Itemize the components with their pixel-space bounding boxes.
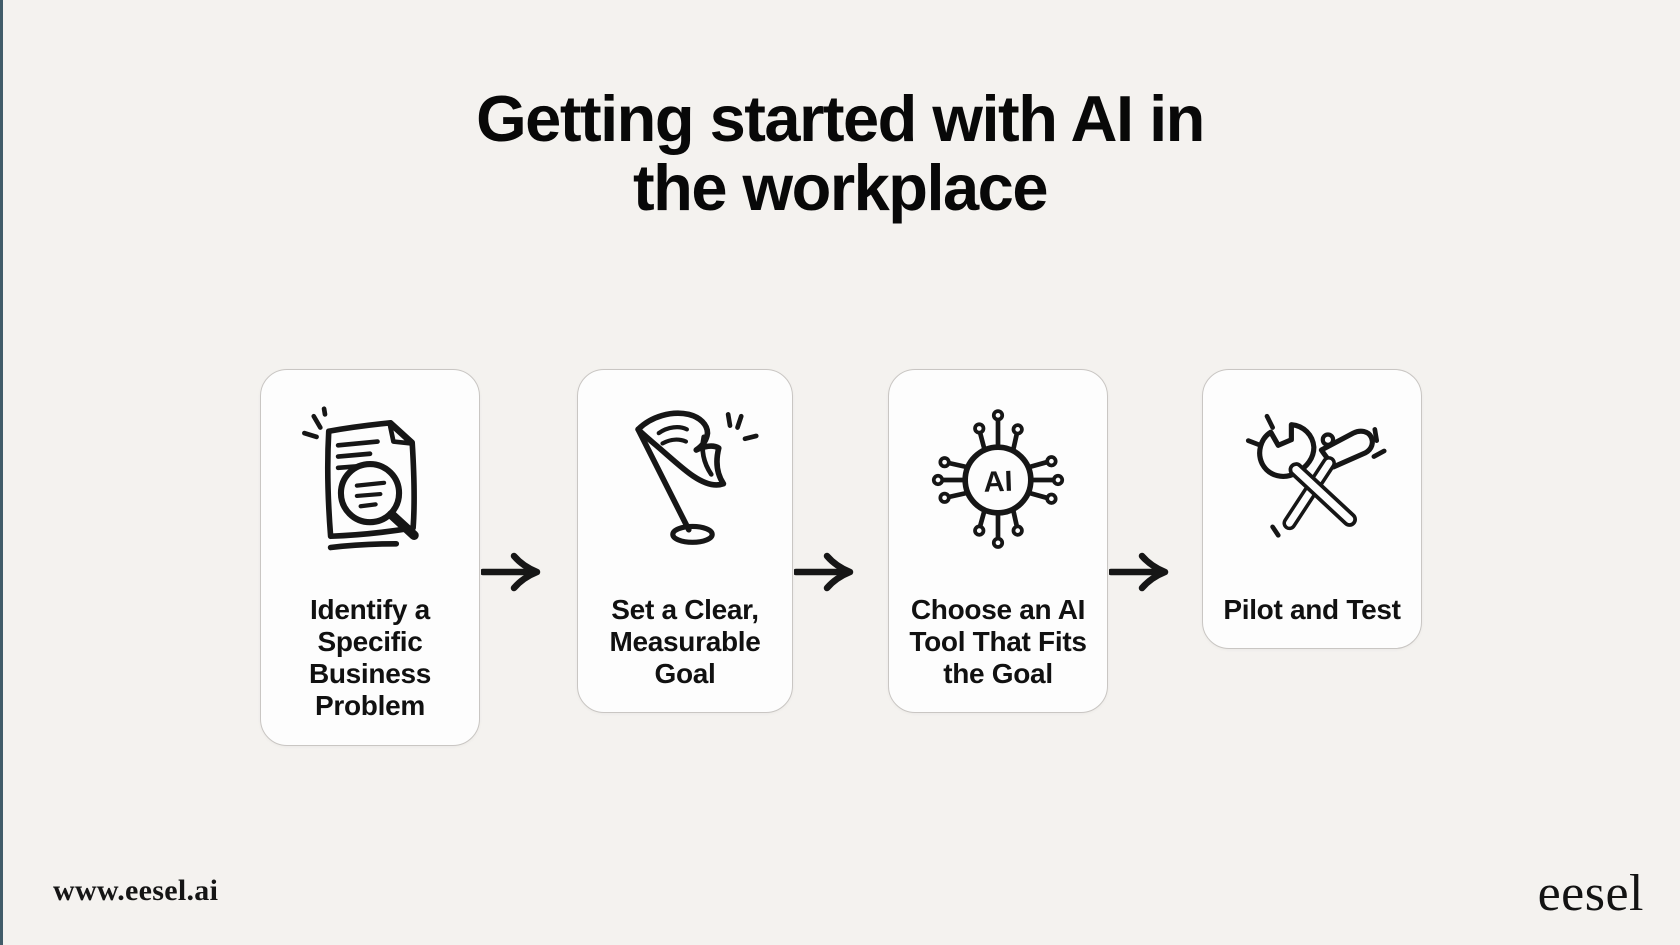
page-title: Getting started with AI in the workplace: [476, 82, 1205, 224]
arrow-right-icon: [1109, 552, 1169, 592]
arrow-right-icon: [794, 552, 854, 592]
step-card-identify-problem: Identify a Specific Business Problem: [260, 369, 480, 746]
accent-edge: [0, 0, 3, 945]
tools-icon: [1232, 400, 1392, 560]
flag-icon: [605, 400, 765, 560]
step-label: Identify a Specific Business Problem: [308, 594, 432, 721]
step-label: Set a Clear, Measurable Goal: [609, 594, 761, 689]
step-label: Pilot and Test: [1223, 594, 1401, 625]
ai-chip-icon: AI: [918, 400, 1078, 560]
step-card-set-goal: Set a Clear, Measurable Goal: [577, 369, 793, 713]
footer-website: www.eesel.ai: [53, 874, 219, 907]
step-card-choose-tool: AI Choose an AI Tool That Fits the Goal: [888, 369, 1108, 713]
brand-logo: eesel: [1537, 865, 1644, 922]
ai-chip-text: AI: [983, 466, 1013, 499]
step-label: Choose an AI Tool That Fits the Goal: [909, 594, 1087, 689]
document-search-icon: [290, 400, 450, 560]
arrow-right-icon: [481, 552, 541, 592]
step-card-pilot-test: Pilot and Test: [1202, 369, 1422, 649]
